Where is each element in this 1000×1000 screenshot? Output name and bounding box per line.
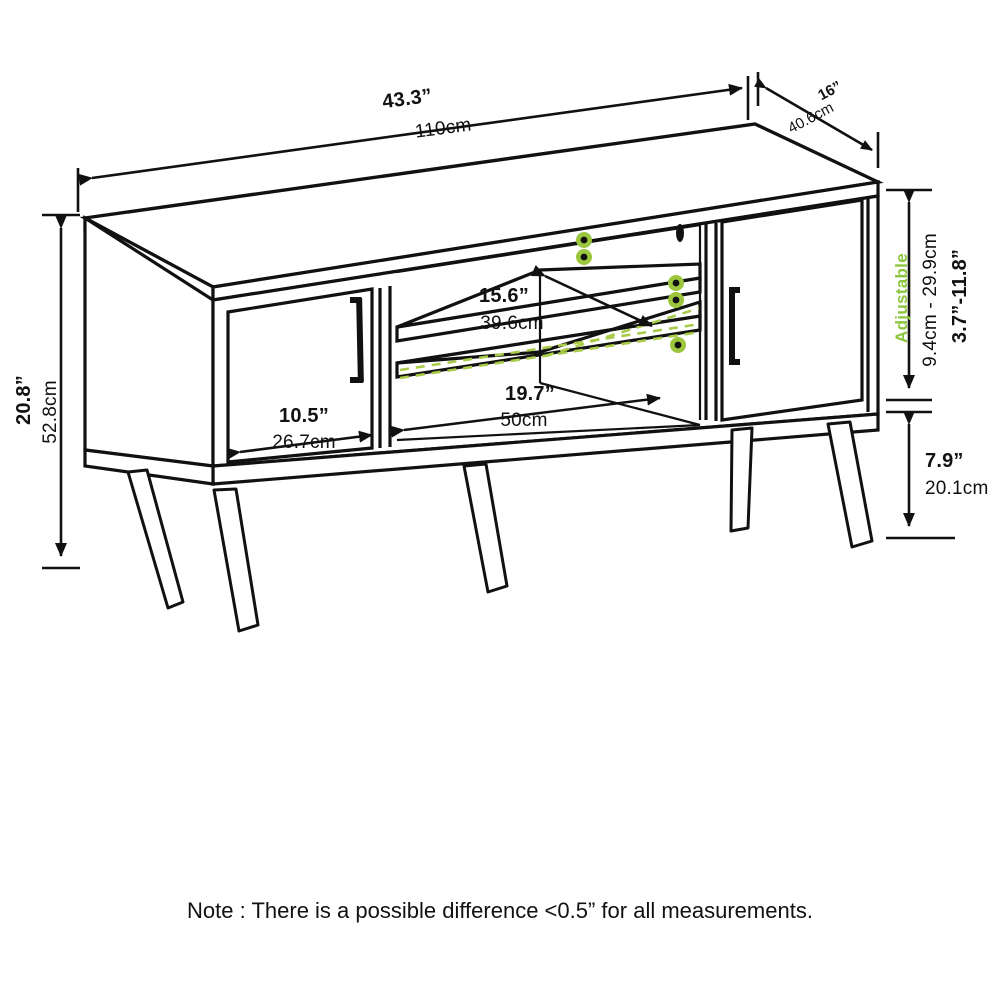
cabinet-legs [126,420,874,633]
peg-hole [668,292,684,308]
lower-shelf-cm-label: 50cm [500,410,547,431]
right-door-handle-bar[interactable] [729,287,735,365]
cabinet-body [79,122,884,486]
right-cabinet-door[interactable] [704,198,870,422]
right-door-handle-top-mount[interactable] [729,287,740,293]
left-door-handle-top-mount[interactable] [350,297,359,303]
adjustable-cm-label: 9.4cm - 29.9cm [920,233,941,367]
dim-upper-shelf-width: 15.6” 39.6cm [479,265,653,334]
leg-rear-left [212,487,260,633]
adjustable-shelf-dash-mid [399,322,701,372]
height-cm-label: 52.8cm [40,380,61,444]
right-door-panel[interactable] [720,198,864,422]
depth-inch-label: 16” [815,78,844,104]
left-door-handle-bar[interactable] [356,296,364,384]
cabinet-bottom-left-edge [83,448,215,486]
width-inch-label: 43.3” [381,85,433,113]
leg-center [462,462,509,594]
peg-hole [576,249,592,265]
leg-front-left [126,468,185,610]
dim-leg-height: 7.9” 20.1cm [886,410,989,540]
left-door-handle-bottom-mount[interactable] [350,377,359,383]
leg-front-right [826,420,874,549]
adjustable-shelf-dash-rear [544,306,701,358]
leg-height-inch-label: 7.9” [925,450,964,472]
right-door-handle-bottom-mount[interactable] [729,359,740,365]
adjustable-badge-label: Adjustable [892,253,911,343]
cable-hole [676,224,684,242]
dim-lower-shelf-width: 19.7” 50cm [390,383,661,438]
peg-hole [668,275,684,291]
dim-overall-height: 20.8” 52.8cm [13,213,80,570]
leg-rear-right [729,426,754,533]
left-cabinet-door[interactable] [226,287,374,464]
lower-shelf-inch-label: 19.7” [505,383,555,405]
measurement-note: Note : There is a possible difference <0… [187,898,813,923]
dim-adjustable-clearance: 3.7”-11.8” 9.4cm - 29.9cm Adjustable [886,188,971,402]
width-cm-label: 110cm [414,114,473,142]
upper-shelf-cm-label: 39.6cm [480,313,544,334]
door-width-inch-label: 10.5” [279,405,329,427]
upper-shelf-inch-label: 15.6” [479,285,529,307]
shelf-peg-holes [576,224,686,353]
height-inch-label: 20.8” [13,375,35,425]
door-width-cm-label: 26.7cm [272,432,336,453]
peg-hole [670,337,686,353]
left-center-divider [378,286,392,448]
leg-height-cm-label: 20.1cm [925,478,989,499]
peg-hole [576,232,592,248]
adjustable-inch-label: 3.7”-11.8” [949,249,971,343]
dim-door-width: 10.5” 26.7cm [226,405,373,460]
